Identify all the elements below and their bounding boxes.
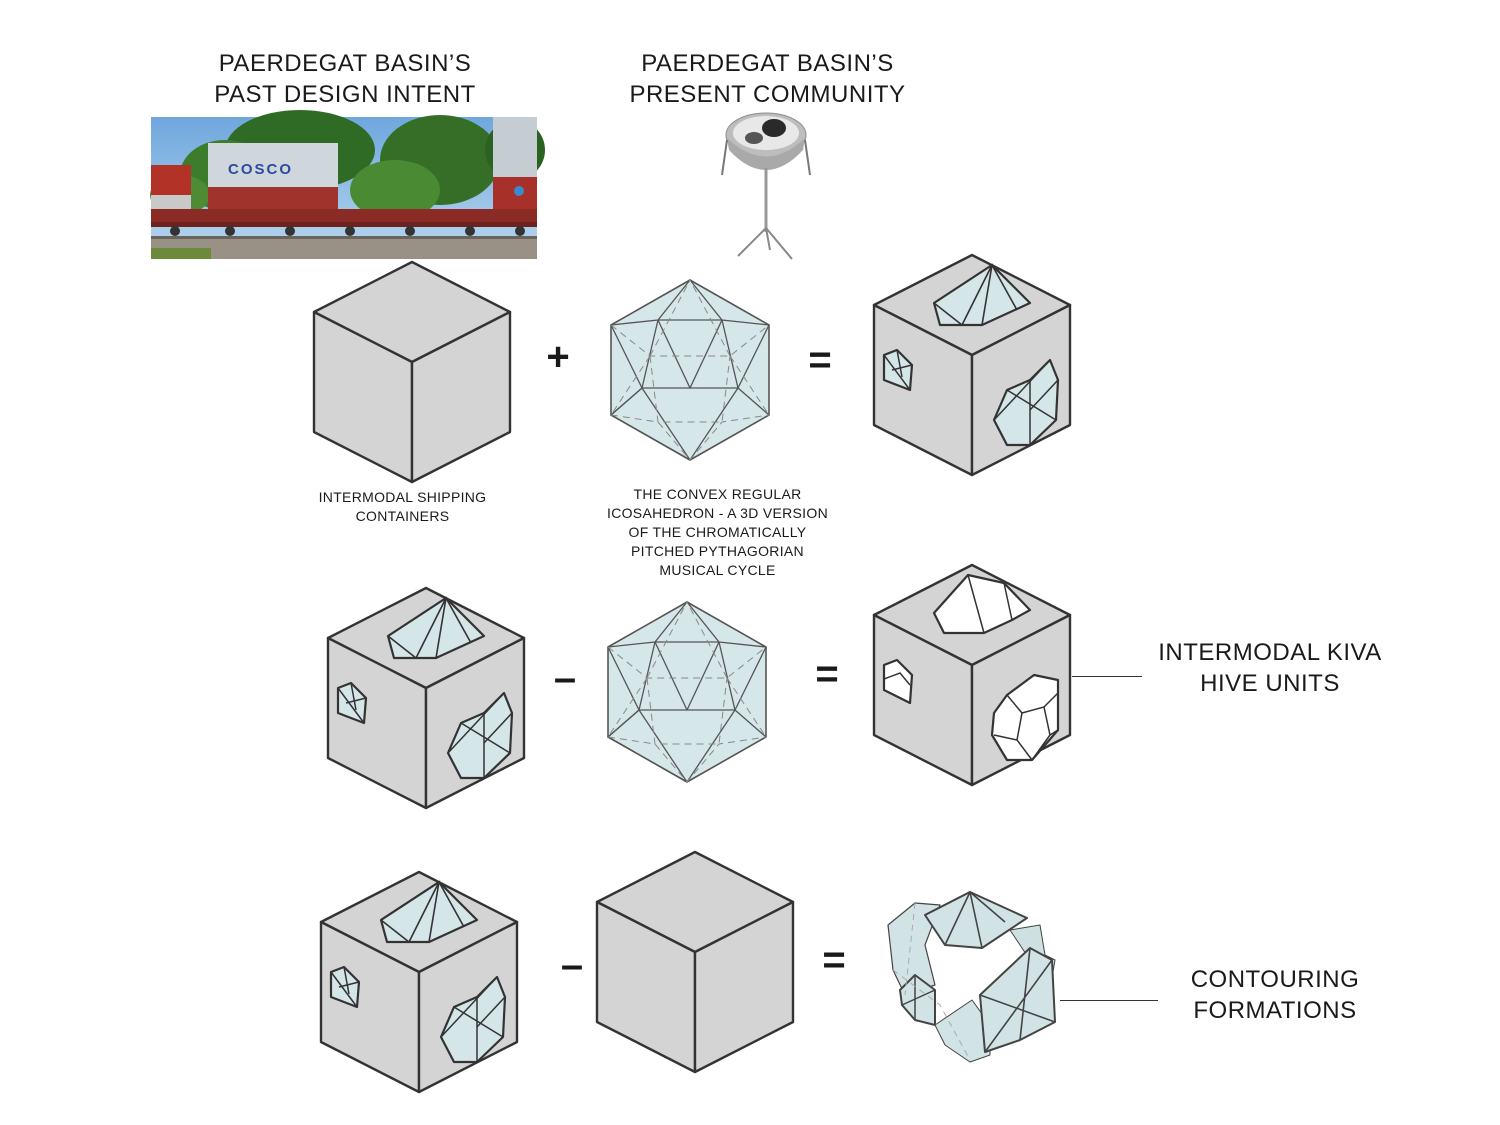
caption-line: PITCHED PYTHAGORIAN [631,543,804,559]
caption-line: INTERMODAL SHIPPING [318,489,487,505]
heading-line: PAERDEGAT BASIN’S [218,50,472,77]
past-design-intent-heading: PAERDEGAT BASIN’S PAST DESIGN INTENT [170,48,520,110]
steel-pan-drum-photo [721,112,811,260]
kiva-hive-unit-cube [874,565,1070,785]
label-line: CONTOURING [1190,966,1360,993]
icosahedron-caption: THE CONVEX REGULAR ICOSAHEDRON - A 3D VE… [590,485,845,580]
union-cube-row2 [328,588,524,808]
label-line: HIVE UNITS [1200,670,1340,697]
heading-line: PAST DESIGN INTENT [214,81,476,108]
contouring-leader-line [1060,1000,1158,1001]
minus-operator-row3: – [560,943,584,987]
label-line: INTERMODAL KIVA [1158,639,1382,666]
contouring-formations-label: CONTOURING FORMATIONS [1160,964,1390,1026]
equals-operator-row3: = [822,938,846,982]
caption-line: ICOSAHEDRON - A 3D VERSION [607,505,828,521]
icosahedron-row2 [607,601,767,783]
heading-line: PRESENT COMMUNITY [629,81,906,108]
icosahedron-row1 [610,279,770,461]
shipping-container-cube [312,260,512,484]
union-cube-row3 [321,872,517,1092]
equals-operator-row2: = [815,652,839,696]
heading-line: PAERDEGAT BASIN’S [641,50,894,77]
minus-operator-row2: – [553,656,577,700]
caption-line: MUSICAL CYCLE [659,562,776,578]
plus-operator: + [546,335,570,379]
kiva-hive-units-label: INTERMODAL KIVA HIVE UNITS [1140,637,1400,699]
equals-operator-row1: = [808,338,832,382]
label-line: FORMATIONS [1193,997,1357,1024]
plain-cube-row3 [595,850,795,1074]
caption-line: CONTAINERS [355,508,450,524]
container-logo-text: COSCO [228,161,293,178]
train-photo-group: COSCO [150,110,545,259]
caption-line: OF THE CHROMATICALLY [628,524,807,540]
contouring-formations-shape [887,891,1056,1063]
present-community-heading: PAERDEGAT BASIN’S PRESENT COMMUNITY [590,48,945,110]
caption-line: THE CONVEX REGULAR [633,486,802,502]
kiva-leader-line [1072,676,1142,677]
union-cube-row1 [874,255,1070,475]
shipping-containers-caption: INTERMODAL SHIPPING CONTAINERS [290,488,515,526]
